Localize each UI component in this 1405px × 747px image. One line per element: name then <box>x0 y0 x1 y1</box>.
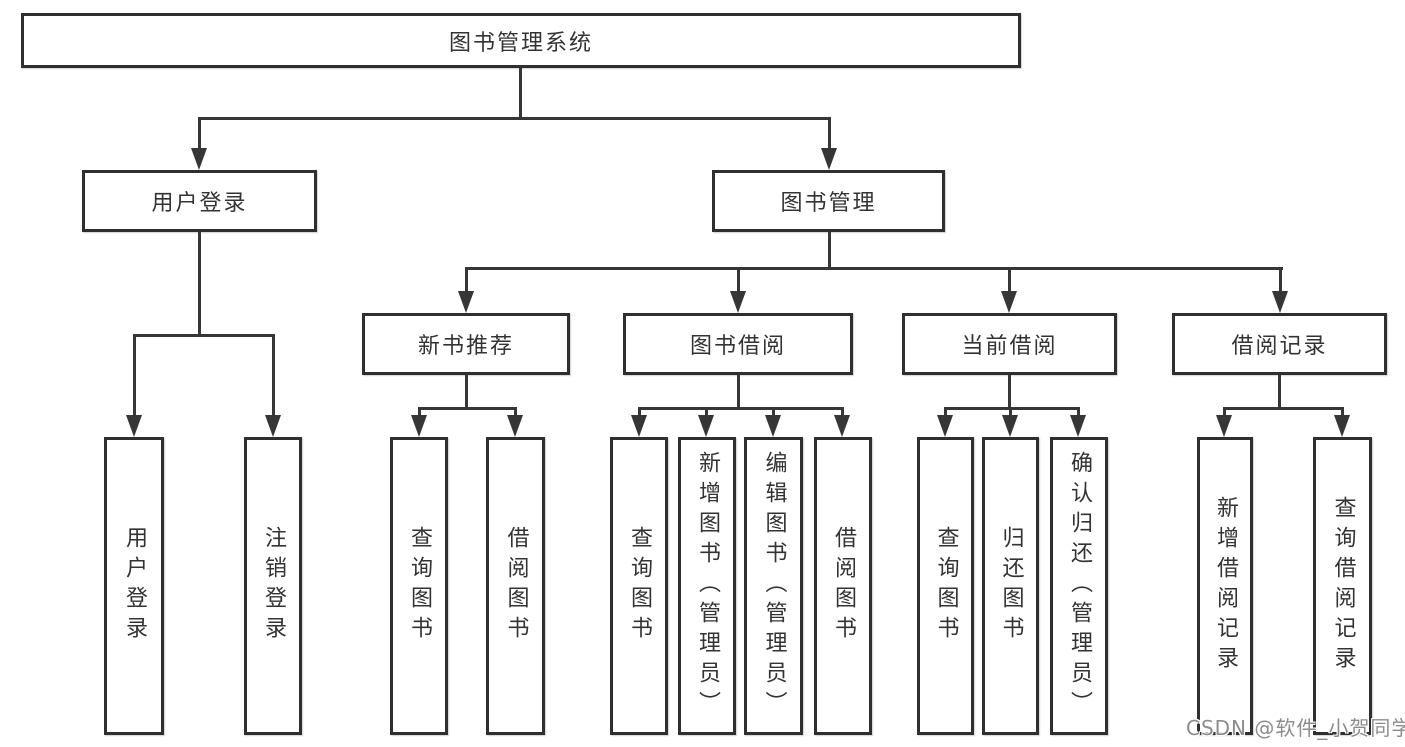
connector-line <box>514 407 517 417</box>
arrow-down-icon <box>1002 415 1018 437</box>
arrow-down-icon <box>1001 291 1017 313</box>
node-user-login: 用户登录 <box>82 170 317 232</box>
connector-line <box>1077 407 1080 417</box>
connector-line <box>1341 407 1344 417</box>
connector-line <box>828 232 831 268</box>
connector-line <box>418 407 421 417</box>
connector-line <box>638 407 844 410</box>
node-leaf-borrow-borrow-books: 借阅图书 <box>814 437 872 735</box>
connector-line <box>519 68 522 118</box>
node-leaf-records-query-record: 查询借阅记录 <box>1313 437 1372 735</box>
arrow-down-icon <box>730 291 746 313</box>
connector-line <box>1009 407 1012 417</box>
node-leaf-newbook-borrow-books: 借阅图书 <box>486 437 545 735</box>
arrow-down-icon <box>631 415 647 437</box>
connector-line <box>1279 267 1282 293</box>
arrow-down-icon <box>1216 415 1232 437</box>
connector-line <box>465 267 468 293</box>
arrow-down-icon <box>765 415 781 437</box>
node-leaf-current-query-books: 查询图书 <box>917 437 974 735</box>
connector-line <box>418 407 517 410</box>
connector-line <box>1223 407 1344 410</box>
connector-line <box>737 267 740 293</box>
node-leaf-current-confirm-return-admin: 确认归还（管理员） <box>1050 437 1108 735</box>
connector-line <box>1008 375 1011 408</box>
connector-line <box>1278 375 1281 408</box>
arrow-down-icon <box>698 415 714 437</box>
node-borrowing-records: 借阅记录 <box>1172 313 1387 375</box>
arrow-down-icon <box>507 415 523 437</box>
connector-line <box>198 232 201 335</box>
arrow-down-icon <box>1334 415 1350 437</box>
arrow-down-icon <box>191 148 207 170</box>
node-book-management: 图书管理 <box>712 170 945 232</box>
node-leaf-logout: 注销登录 <box>244 437 302 735</box>
node-new-book-recommendation: 新书推荐 <box>362 313 570 375</box>
arrow-down-icon <box>126 415 142 437</box>
node-leaf-borrow-edit-books-admin: 编辑图书（管理员） <box>744 437 803 735</box>
node-leaf-user-login: 用户登录 <box>104 437 164 735</box>
connector-line <box>1223 407 1226 417</box>
watermark: CSDN @软件_小贺同学 <box>1186 716 1405 740</box>
arrow-down-icon <box>1272 291 1288 313</box>
connector-line <box>272 334 275 417</box>
connector-line <box>828 117 831 150</box>
node-current-borrowing: 当前借阅 <box>902 313 1117 375</box>
arrow-down-icon <box>834 415 850 437</box>
node-book-borrowing: 图书借阅 <box>623 313 853 375</box>
connector-line <box>772 407 775 417</box>
arrow-down-icon <box>411 415 427 437</box>
arrow-down-icon <box>458 291 474 313</box>
connector-line <box>944 407 1080 410</box>
node-leaf-borrow-query-books: 查询图书 <box>610 437 668 735</box>
node-leaf-newbook-query-books: 查询图书 <box>390 437 448 735</box>
connector-line <box>133 334 136 417</box>
node-leaf-borrow-add-books-admin: 新增图书（管理员） <box>678 437 736 735</box>
connector-line <box>944 407 947 417</box>
arrow-down-icon <box>937 415 953 437</box>
connector-line <box>198 117 831 120</box>
node-leaf-records-add-record: 新增借阅记录 <box>1197 437 1253 735</box>
arrow-down-icon <box>1070 415 1086 437</box>
connector-line <box>198 117 201 150</box>
node-leaf-current-return-books: 归还图书 <box>982 437 1039 735</box>
connector-line <box>465 375 468 408</box>
connector-line <box>841 407 844 417</box>
connector-line <box>465 267 1283 270</box>
arrow-down-icon <box>821 148 837 170</box>
connector-line <box>1008 267 1011 293</box>
connector-line <box>705 407 708 417</box>
connector-line <box>737 375 740 408</box>
arrow-down-icon <box>265 415 281 437</box>
connector-line <box>133 334 275 337</box>
connector-line <box>638 407 641 417</box>
node-book-management-system: 图书管理系统 <box>21 13 1021 68</box>
